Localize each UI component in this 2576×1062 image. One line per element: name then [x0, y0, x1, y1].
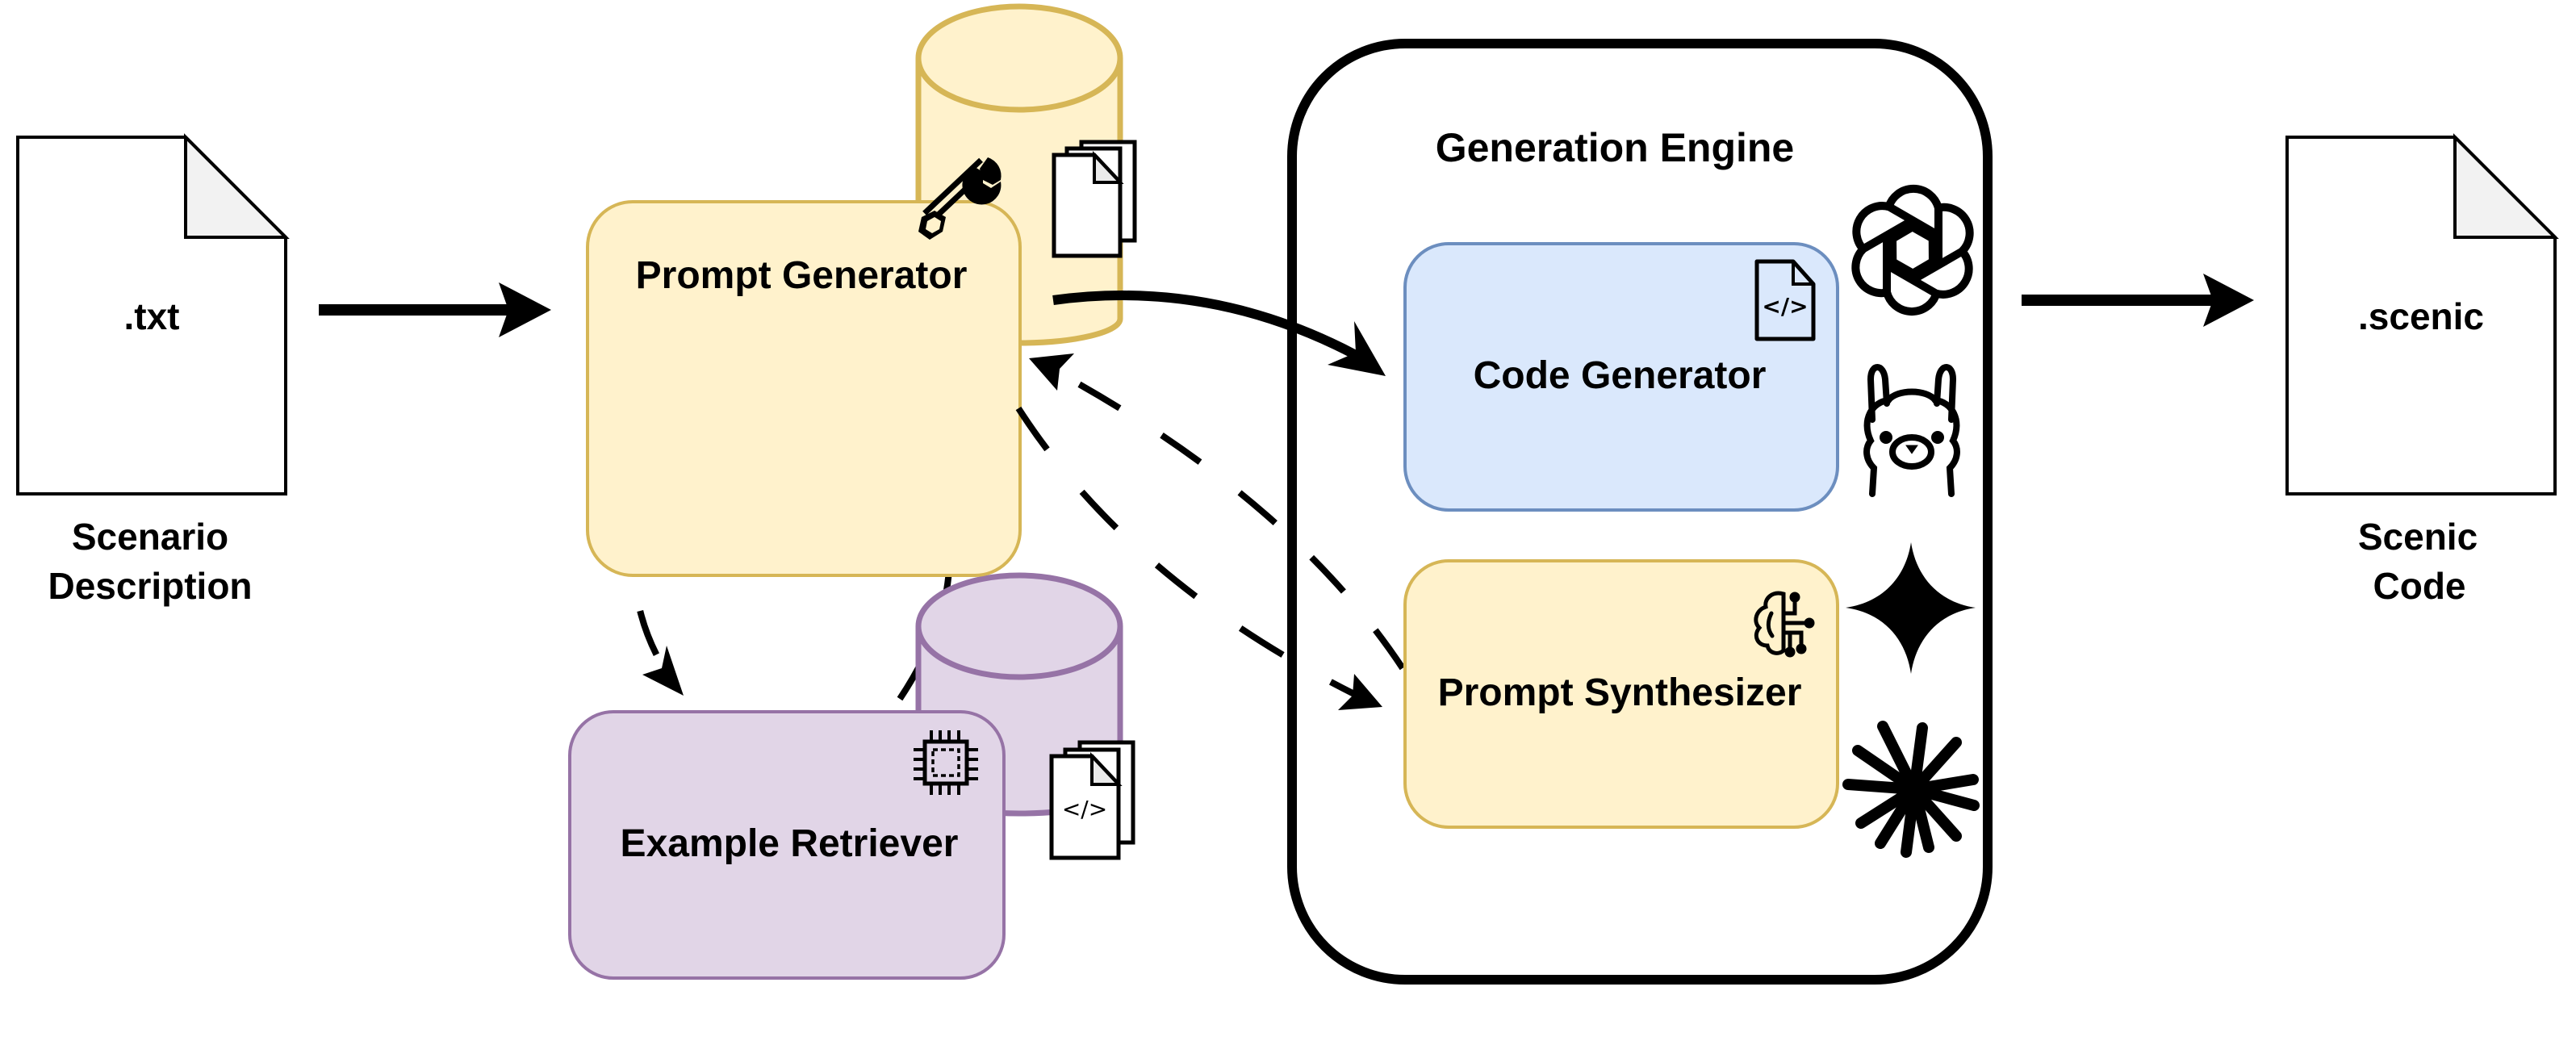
- code-generator-box[interactable]: [1403, 242, 1839, 512]
- input-caption-line2: Description: [48, 565, 252, 607]
- code-generator-node[interactable]: Code Generator </>: [1403, 242, 1839, 512]
- prompt-generator-box[interactable]: [586, 200, 1022, 577]
- input-document-fold: [184, 133, 290, 239]
- output-caption-line1: Scenic: [2358, 516, 2478, 558]
- code-file-icon: </>: [1754, 259, 1816, 341]
- code-file-glyph: </>: [1762, 293, 1808, 320]
- arrow-input-to-prompt-generator: [319, 282, 551, 337]
- output-document-extension: .scenic: [2358, 295, 2484, 337]
- example-retriever-label: Example Retriever: [621, 822, 959, 865]
- output-document: .scenic: [2285, 133, 2559, 495]
- arrow-prompt-generator-to-prompt-synthesizer: [1015, 406, 1382, 710]
- code-documents-glyph: </>: [1062, 796, 1107, 822]
- wrench-icon: [918, 157, 1002, 240]
- input-document: .txt: [16, 133, 290, 495]
- input-caption-line1: Scenario: [72, 516, 228, 558]
- chip-icon: [914, 730, 978, 795]
- output-document-fold: [2453, 133, 2559, 239]
- claude-logo-icon: [1842, 721, 1980, 858]
- arrow-engine-to-output: [2022, 274, 2254, 327]
- prompt-generator-label: Prompt Generator: [636, 254, 968, 297]
- openai-logo-icon: [1851, 184, 1974, 316]
- gemini-logo-icon: [1846, 542, 1976, 674]
- documents-stack-icon: [1052, 140, 1137, 258]
- prompt-generator-node[interactable]: Prompt Generator: [586, 157, 1022, 577]
- prompt-synthesizer-box[interactable]: [1403, 559, 1839, 829]
- generation-engine-title: Generation Engine: [1436, 125, 1795, 170]
- arrow-prompt-generator-to-code-generator: [1052, 291, 1386, 376]
- example-retriever-box[interactable]: [568, 710, 1006, 980]
- prompt-synthesizer-node[interactable]: Prompt Synthesizer: [1403, 559, 1839, 829]
- example-retriever-node[interactable]: Example Retriever: [568, 710, 1006, 980]
- code-generator-label: Code Generator: [1474, 354, 1767, 397]
- prompt-synthesizer-label: Prompt Synthesizer: [1438, 671, 1802, 714]
- code-documents-stack-icon: </>: [1049, 740, 1135, 860]
- arrow-prompt-synthesizer-to-prompt-generator: [1029, 353, 1406, 671]
- llama-logo-icon: [1863, 364, 1960, 497]
- output-caption-line2: Code: [2373, 565, 2466, 607]
- input-document-extension: .txt: [124, 295, 180, 337]
- brain-circuit-icon: [1754, 591, 1815, 658]
